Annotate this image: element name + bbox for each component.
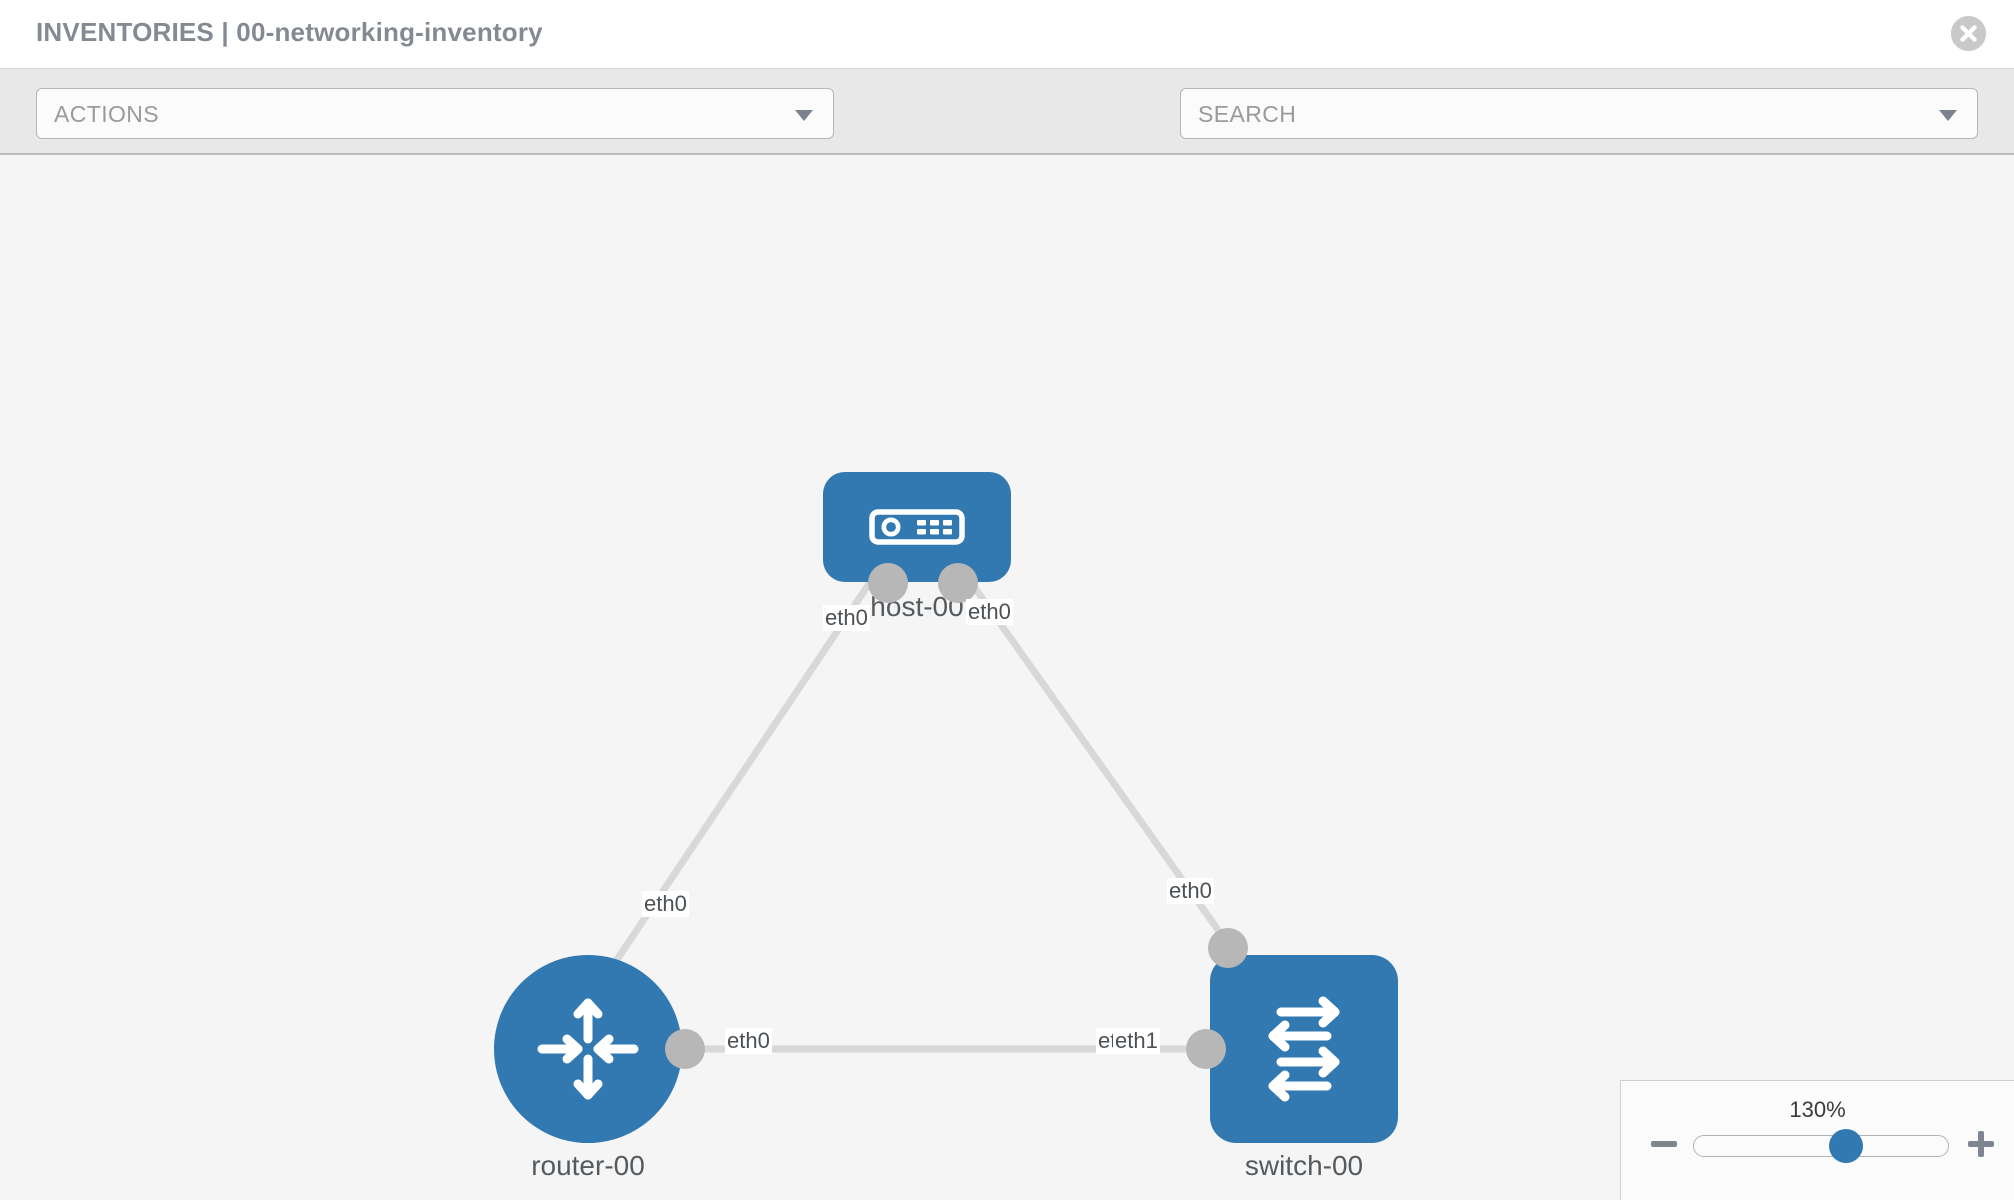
router-node-label: router-00 xyxy=(528,1150,648,1182)
minus-icon xyxy=(1651,1141,1677,1147)
topology-node-router[interactable]: router-00 xyxy=(494,955,682,1182)
close-icon xyxy=(1951,16,1986,51)
topology-node-switch[interactable]: switch-00 xyxy=(1210,955,1398,1182)
router-icon xyxy=(537,998,639,1100)
search-input[interactable]: SEARCH xyxy=(1180,88,1978,139)
close-button[interactable] xyxy=(1951,16,1986,51)
link-host-switch[interactable] xyxy=(952,557,1253,978)
zoom-percent-label: 130% xyxy=(1789,1097,1846,1122)
iface-label-host-right: eth0 xyxy=(966,599,1013,625)
iface-label-host-left: eth0 xyxy=(823,605,870,631)
switch-node-shape xyxy=(1210,955,1398,1143)
zoom-in-button[interactable] xyxy=(1966,1129,1996,1159)
port-switch-top[interactable] xyxy=(1208,928,1248,968)
zoom-slider-thumb[interactable] xyxy=(1829,1129,1864,1163)
iface-label-switch-up: eth0 xyxy=(1167,878,1214,904)
actions-dropdown-label: ACTIONS xyxy=(54,101,160,127)
plus-icon xyxy=(1968,1131,1994,1157)
port-router-right[interactable] xyxy=(665,1029,705,1069)
port-host-left[interactable] xyxy=(868,563,908,603)
switch-node-label: switch-00 xyxy=(1241,1150,1367,1182)
port-host-right[interactable] xyxy=(938,563,978,603)
iface-label-router-right: eth0 xyxy=(725,1028,772,1054)
port-switch-left[interactable] xyxy=(1186,1029,1226,1069)
iface-label-router-up: eth0 xyxy=(642,891,689,917)
toolbar: ACTIONS SEARCH xyxy=(0,68,2014,200)
page-header: INVENTORIES | 00-networking-inventory xyxy=(0,0,2014,68)
host-node-shape xyxy=(823,472,1011,582)
topology-links xyxy=(597,557,1253,1053)
page-title: INVENTORIES | 00-networking-inventory xyxy=(36,17,543,47)
topology-canvas[interactable]: host-00 router-00 xyxy=(0,155,2014,1200)
server-icon xyxy=(869,509,965,545)
topology-node-host[interactable]: host-00 xyxy=(823,472,1011,623)
actions-dropdown[interactable]: ACTIONS xyxy=(36,88,834,139)
zoom-slider[interactable] xyxy=(1693,1129,1949,1163)
zoom-out-button[interactable] xyxy=(1649,1129,1679,1159)
zoom-control-panel: 130% xyxy=(1620,1080,2014,1200)
switch-icon xyxy=(1268,996,1340,1102)
iface-label-switch-left: eth1 xyxy=(1113,1028,1160,1054)
search-placeholder: SEARCH xyxy=(1198,101,1297,127)
chevron-down-icon xyxy=(795,110,813,121)
router-node-shape xyxy=(494,955,682,1143)
chevron-down-icon xyxy=(1939,110,1957,121)
